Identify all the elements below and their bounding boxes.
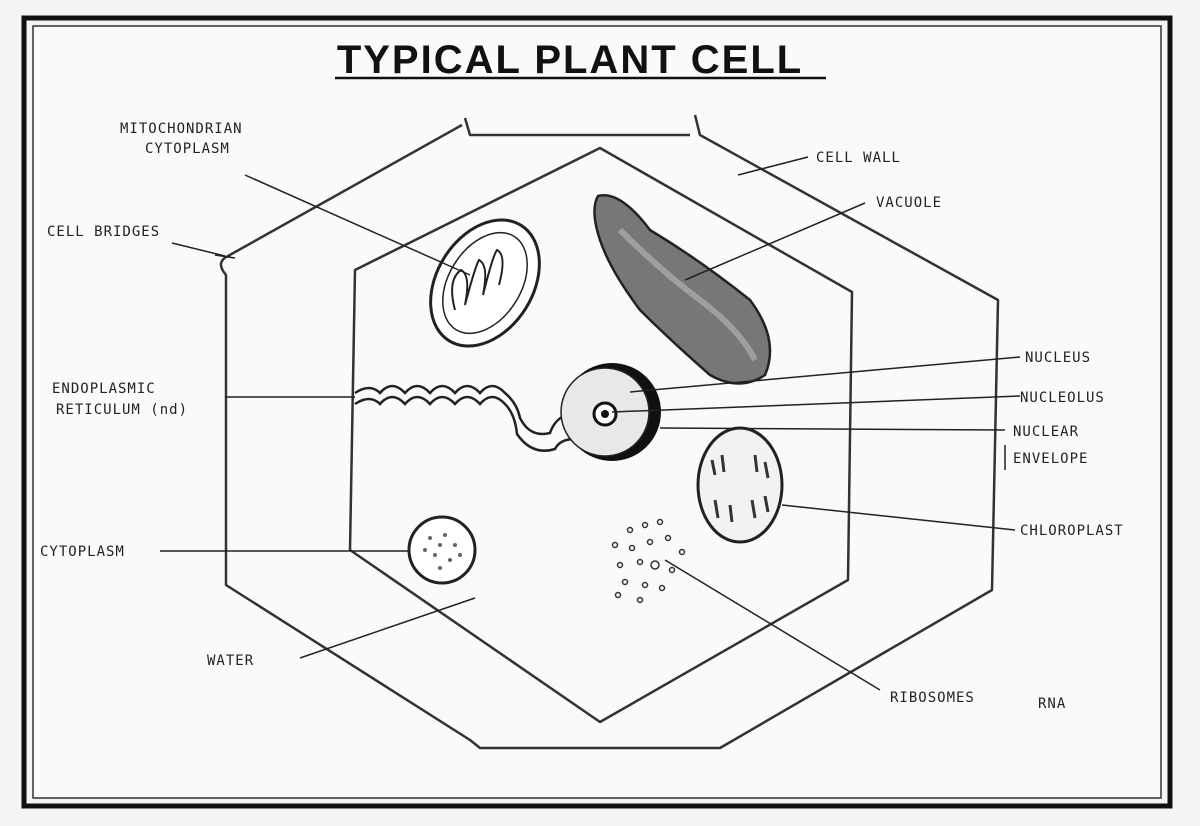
leader-lines: [160, 156, 1021, 691]
nucleus: [560, 363, 661, 461]
title: TYPICAL PLANT CELL: [337, 38, 803, 82]
outer-frame: [21, 15, 1173, 809]
mitochondrion: [429, 218, 541, 348]
cell-membrane: [348, 146, 854, 724]
cytoplasm-granule: [407, 515, 477, 585]
ribosomes: [611, 518, 686, 604]
label-mitochondrian: MITOCHONDRIAN: [120, 121, 243, 137]
chloroplast: [696, 426, 784, 544]
label-water: WATER: [207, 653, 254, 669]
label-rna: RNA: [1038, 696, 1066, 712]
endoplasmic-reticulum: [354, 384, 592, 452]
inner-frame: [32, 25, 1162, 799]
label-cell-wall: CELL WALL: [816, 150, 901, 166]
label-cell-bridges: CELL BRIDGES: [47, 224, 160, 240]
vacuole-shading: [617, 227, 758, 362]
label-envelope: ENVELOPE: [1013, 451, 1088, 467]
label-chloroplast: CHLOROPLAST: [1020, 523, 1124, 539]
label-endoplasmic: ENDOPLASMIC: [52, 381, 156, 397]
label-reticulum: RETICULUM (nd): [56, 402, 188, 418]
cell-bridge-mark: [214, 254, 236, 259]
label-nuclear: NUCLEAR: [1013, 424, 1079, 440]
label-nucleus: NUCLEUS: [1025, 350, 1091, 366]
label-nucleolus: NUCLEOLUS: [1020, 390, 1105, 406]
cell-wall: [219, 114, 1000, 750]
label-vacuole: VACUOLE: [876, 195, 942, 211]
label-mitochondrian-cytoplasm: CYTOPLASM: [145, 141, 230, 157]
label-cytoplasm: CYTOPLASM: [40, 544, 125, 560]
label-ribosomes: RIBOSOMES: [890, 690, 975, 706]
